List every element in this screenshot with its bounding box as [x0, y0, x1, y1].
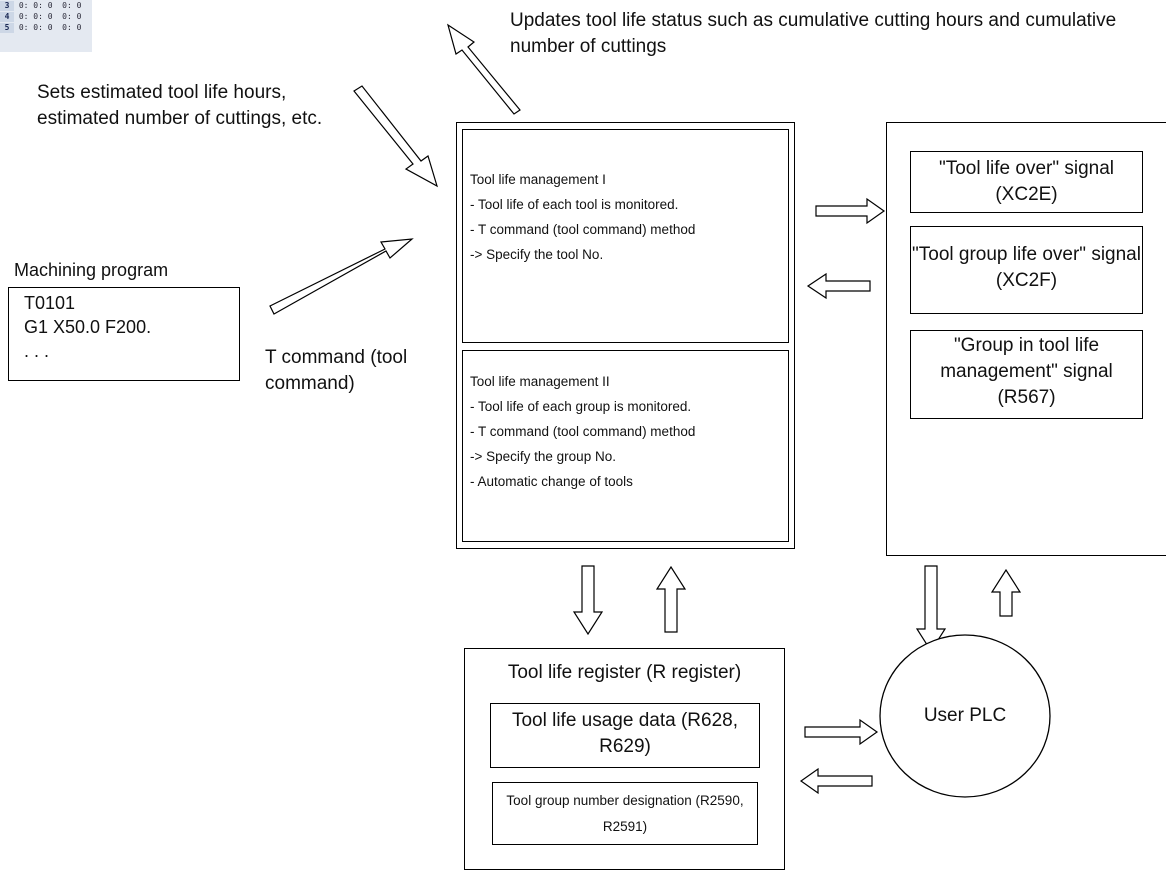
arrow-to-signals	[815, 197, 886, 225]
tool-life-management-1-box: Tool life management I - Tool life of ea…	[462, 129, 789, 343]
arrow-register-to-plc	[804, 718, 879, 746]
machining-program-box: T0101 G1 X50.0 F200. . . .	[8, 287, 240, 381]
register-title: Tool life register (R register)	[507, 662, 742, 683]
arrow-from-signals	[806, 272, 871, 300]
program-line: G1 X50.0 F200.	[24, 317, 152, 337]
user-plc-label: User PLC	[923, 705, 1007, 726]
tlm2-title: Tool life management II	[470, 374, 610, 389]
tlm1-line: - Tool life of each tool is monitored.	[470, 197, 679, 212]
machining-program-title: Machining program	[14, 260, 169, 280]
tlm2-line: -> Specify the group No.	[470, 449, 616, 464]
arrow-register-to-main	[655, 565, 687, 633]
fragment-row-4: 4 0: 0: 0 0: 0 0 0 0 0	[0, 12, 92, 22]
fragment-row-3: 3 0: 0: 0 0: 0 0 0 0 0	[0, 1, 92, 11]
arrow-t-command	[269, 238, 414, 315]
group-designation-box: Tool group number designation (R2590, R2…	[492, 782, 758, 845]
arrow-set-estimated	[353, 85, 438, 188]
sets-estimated-text: Sets estimated tool life hours, estimate…	[37, 82, 323, 129]
tool-life-management-2-box: Tool life management II - Tool life of e…	[462, 350, 789, 542]
update-status-text: Updates tool life status such as cumulat…	[510, 10, 1117, 57]
arrow-main-to-register	[572, 565, 604, 636]
tlm2-line: - T command (tool command) method	[470, 424, 696, 439]
screenshot-fragment: 3 0: 0: 0 0: 0 0 0 0 0 4 0: 0: 0 0: 0 0 …	[0, 0, 92, 52]
arrow-update-status	[446, 23, 521, 115]
user-plc-ellipse	[879, 634, 1051, 798]
usage-data-box: Tool life usage data (R628, R629)	[490, 703, 760, 768]
arrow-plc-to-signals	[990, 568, 1022, 617]
tlm2-line: - Automatic change of tools	[470, 474, 633, 489]
arrow-plc-to-register	[799, 767, 873, 795]
tlm2-line: - Tool life of each group is monitored.	[470, 399, 692, 414]
group-in-management-signal: "Group in tool life management" signal (…	[910, 330, 1143, 419]
program-line: T0101	[24, 293, 76, 313]
t-command-text: T command (tool command)	[265, 347, 408, 394]
tool-group-life-over-signal: "Tool group life over" signal (XC2F)	[910, 226, 1143, 314]
fragment-row-5: 5 0: 0: 0 0: 0 0 0 0 0	[0, 23, 92, 33]
program-line: . . .	[24, 341, 50, 361]
tlm1-title: Tool life management I	[470, 172, 606, 187]
tool-life-over-signal: "Tool life over" signal (XC2E)	[910, 151, 1143, 213]
tlm1-line: - T command (tool command) method	[470, 222, 696, 237]
tlm1-line: -> Specify the tool No.	[470, 247, 604, 262]
